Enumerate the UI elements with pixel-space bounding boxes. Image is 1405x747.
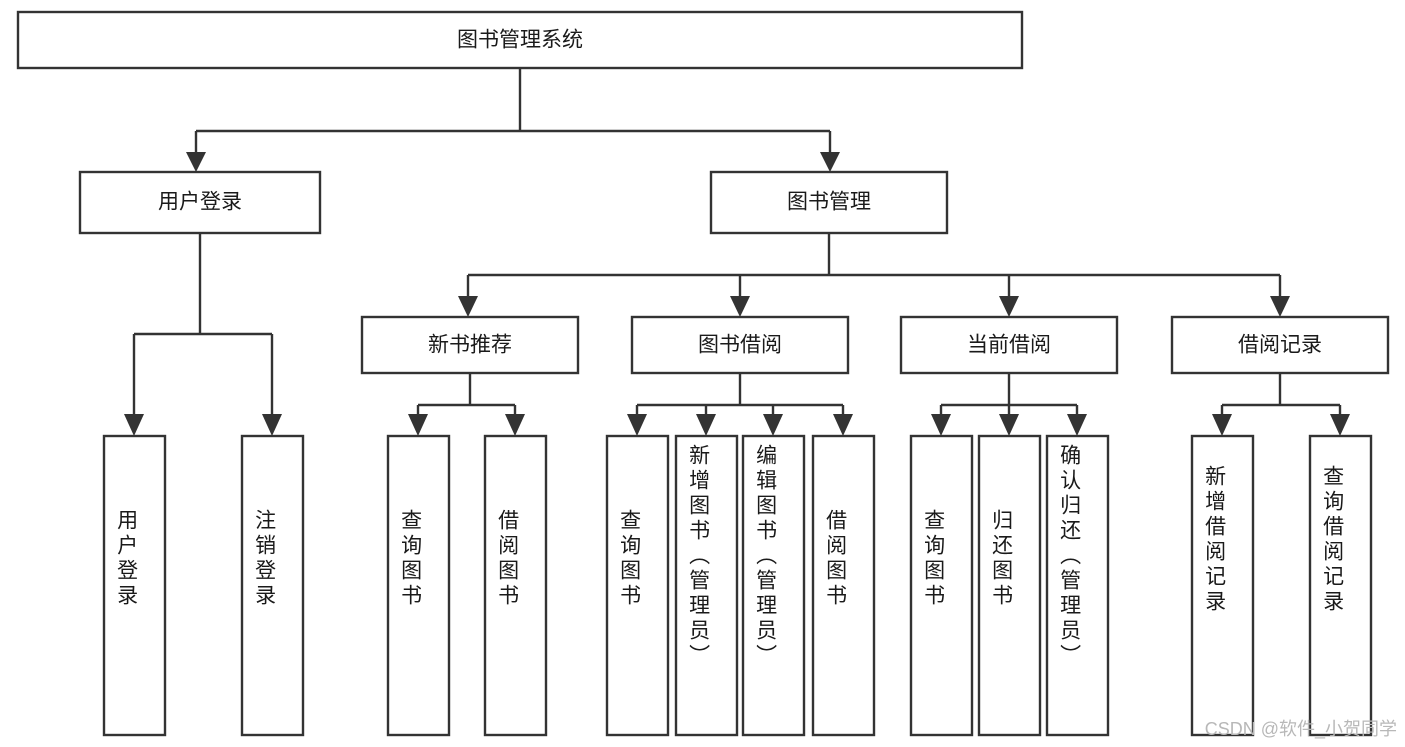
node-root[interactable]: 图书管理系统 xyxy=(16,10,1024,70)
node-leaf-query-book-2-box[interactable] xyxy=(605,434,670,737)
node-book-management[interactable]: 图书管理 xyxy=(709,170,949,235)
arrowhead-leaf-borrow-book-2 xyxy=(833,414,853,436)
arrowhead-leaf-query-record xyxy=(1330,414,1350,436)
node-leaf-confirm-return-label: 确认归还（管理员） xyxy=(1058,444,1082,669)
node-leaf-borrow-book-2-label: 借阅图书 xyxy=(824,509,848,609)
node-leaf-query-book-2-label: 查询图书 xyxy=(618,509,642,609)
node-leaf-borrow-book-1-label: 借阅图书 xyxy=(496,509,520,609)
node-book-borrow-box[interactable] xyxy=(630,315,850,375)
node-leaf-user-logout[interactable]: 注销登录 xyxy=(240,434,305,737)
node-leaf-user-logout-label: 注销登录 xyxy=(253,509,277,609)
node-book-borrow-label: 图书借阅 xyxy=(698,334,782,357)
arrowhead-leaf-user-login xyxy=(124,414,144,436)
node-leaf-add-record[interactable]: 新增借阅记录 xyxy=(1190,434,1255,737)
node-leaf-return-book[interactable]: 归还图书 xyxy=(977,434,1042,737)
connector-book-management-branch xyxy=(466,233,1282,300)
node-leaf-add-record-box[interactable] xyxy=(1190,434,1255,737)
node-leaf-edit-book-label: 编辑图书（管理员） xyxy=(754,444,778,669)
node-leaf-user-login[interactable]: 用户登录 xyxy=(102,434,167,737)
node-leaf-user-login-box[interactable] xyxy=(102,434,167,737)
arrowhead-leaf-query-book-2 xyxy=(627,414,647,436)
arrowhead-user-login xyxy=(186,152,206,172)
connector-current-borrow-branch xyxy=(939,373,1079,418)
node-root-label: 图书管理系统 xyxy=(457,29,583,52)
arrowhead-leaf-add-record xyxy=(1212,414,1232,436)
arrowhead-current-borrow xyxy=(999,296,1019,317)
arrowhead-new-book-recommend xyxy=(458,296,478,317)
connector-user-login-branch xyxy=(132,233,274,418)
connector-layer xyxy=(124,68,1350,436)
node-leaf-query-book-3-box[interactable] xyxy=(909,434,974,737)
node-leaf-add-book-box[interactable] xyxy=(674,434,739,737)
node-leaf-edit-book-box[interactable] xyxy=(741,434,806,737)
node-leaf-confirm-return-box[interactable] xyxy=(1045,434,1110,737)
node-current-borrow-label: 当前借阅 xyxy=(967,334,1051,357)
arrowhead-borrow-record xyxy=(1270,296,1290,317)
node-new-book-recommend-box[interactable] xyxy=(360,315,580,375)
node-leaf-return-book-box[interactable] xyxy=(977,434,1042,737)
arrowhead-leaf-add-book xyxy=(696,414,716,436)
node-leaf-query-record-box[interactable] xyxy=(1308,434,1373,737)
connector-borrow-record-branch xyxy=(1220,373,1342,418)
node-leaf-query-book-1[interactable]: 查询图书 xyxy=(386,434,451,737)
arrowhead-leaf-query-book-3 xyxy=(931,414,951,436)
node-leaf-borrow-book-2-box[interactable] xyxy=(811,434,876,737)
node-user-login-box[interactable] xyxy=(78,170,322,235)
node-current-borrow[interactable]: 当前借阅 xyxy=(899,315,1119,375)
node-user-login-label: 用户登录 xyxy=(158,191,242,214)
arrowhead-leaf-edit-book xyxy=(763,414,783,436)
node-borrow-record-label: 借阅记录 xyxy=(1238,334,1322,357)
node-root-box[interactable] xyxy=(16,10,1024,70)
node-leaf-borrow-book-1[interactable]: 借阅图书 xyxy=(483,434,548,737)
node-leaf-borrow-book-2[interactable]: 借阅图书 xyxy=(811,434,876,737)
node-leaf-return-book-label: 归还图书 xyxy=(990,509,1014,609)
node-book-management-label: 图书管理 xyxy=(787,191,871,214)
node-leaf-user-logout-box[interactable] xyxy=(240,434,305,737)
connector-root-to-level2 xyxy=(194,68,832,155)
node-leaf-query-book-1-box[interactable] xyxy=(386,434,451,737)
arrowhead-leaf-borrow-book-1 xyxy=(505,414,525,436)
arrowhead-leaf-user-logout xyxy=(262,414,282,436)
node-borrow-record[interactable]: 借阅记录 xyxy=(1170,315,1390,375)
node-leaf-user-login-label: 用户登录 xyxy=(115,509,139,609)
node-leaf-query-book-3[interactable]: 查询图书 xyxy=(909,434,974,737)
node-borrow-record-box[interactable] xyxy=(1170,315,1390,375)
node-leaf-add-book[interactable]: 新增图书（管理员） xyxy=(674,434,739,737)
node-new-book-recommend[interactable]: 新书推荐 xyxy=(360,315,580,375)
node-leaf-add-book-label: 新增图书（管理员） xyxy=(687,444,711,669)
node-book-borrow[interactable]: 图书借阅 xyxy=(630,315,850,375)
node-new-book-recommend-label: 新书推荐 xyxy=(428,334,512,357)
node-leaf-query-record-label: 查询借阅记录 xyxy=(1321,465,1345,615)
arrowhead-book-borrow xyxy=(730,296,750,317)
arrowhead-book-management xyxy=(820,152,840,172)
node-book-management-box[interactable] xyxy=(709,170,949,235)
arrowhead-leaf-query-book-1 xyxy=(408,414,428,436)
connector-new-book-recommend-branch xyxy=(416,373,517,418)
node-leaf-query-book-2[interactable]: 查询图书 xyxy=(605,434,670,737)
node-leaf-edit-book[interactable]: 编辑图书（管理员） xyxy=(741,434,806,737)
node-leaf-confirm-return[interactable]: 确认归还（管理员） xyxy=(1045,434,1110,737)
arrowhead-leaf-confirm-return xyxy=(1067,414,1087,436)
node-leaf-query-book-1-label: 查询图书 xyxy=(399,509,423,609)
node-leaf-query-book-3-label: 查询图书 xyxy=(922,509,946,609)
node-current-borrow-box[interactable] xyxy=(899,315,1119,375)
node-leaf-borrow-book-1-box[interactable] xyxy=(483,434,548,737)
arrowhead-leaf-return-book xyxy=(999,414,1019,436)
node-leaf-add-record-label: 新增借阅记录 xyxy=(1203,465,1227,615)
connector-book-borrow-branch xyxy=(635,373,845,418)
node-user-login[interactable]: 用户登录 xyxy=(78,170,322,235)
node-leaf-query-record[interactable]: 查询借阅记录 xyxy=(1308,434,1373,737)
